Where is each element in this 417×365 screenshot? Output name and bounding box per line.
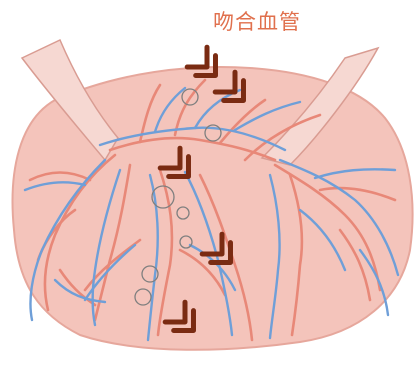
diagram-title: 吻合血管 bbox=[213, 6, 301, 36]
